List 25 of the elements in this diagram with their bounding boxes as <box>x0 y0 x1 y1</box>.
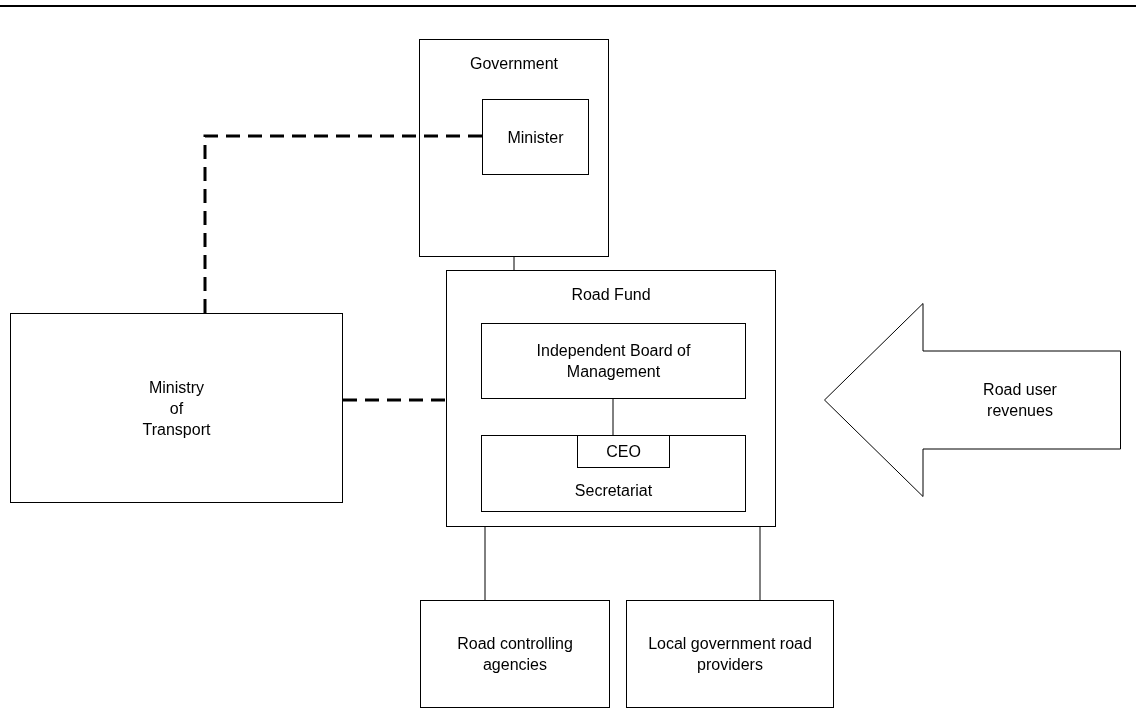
box-label: Road controlling agencies <box>456 634 574 675</box>
org-box <box>420 600 610 708</box>
box-label: Minister <box>507 127 564 148</box>
box-label: Independent Board of Management <box>535 341 692 382</box>
org-box <box>481 323 746 399</box>
org-box <box>481 435 746 512</box>
org-box <box>577 435 670 468</box>
box-label: Government <box>469 54 558 74</box>
connector-line <box>484 526 486 601</box>
connector-line <box>513 256 515 271</box>
connector-line <box>612 398 614 436</box>
dashed-connector <box>343 398 446 402</box>
connector-line <box>759 526 761 601</box>
box-label: Ministry of Transport <box>141 377 212 440</box>
box-label: Secretariat <box>574 481 653 501</box>
box-label: Road Fund <box>571 285 651 305</box>
box-label: CEO <box>606 442 641 462</box>
org-box <box>419 39 609 257</box>
org-box <box>626 600 834 708</box>
dashed-connector <box>203 134 482 313</box>
org-box <box>482 99 589 175</box>
box-label: Road user revenues <box>982 380 1058 421</box>
org-box <box>446 270 776 527</box>
org-box <box>10 313 343 503</box>
box-label: Local government road providers <box>647 634 813 675</box>
